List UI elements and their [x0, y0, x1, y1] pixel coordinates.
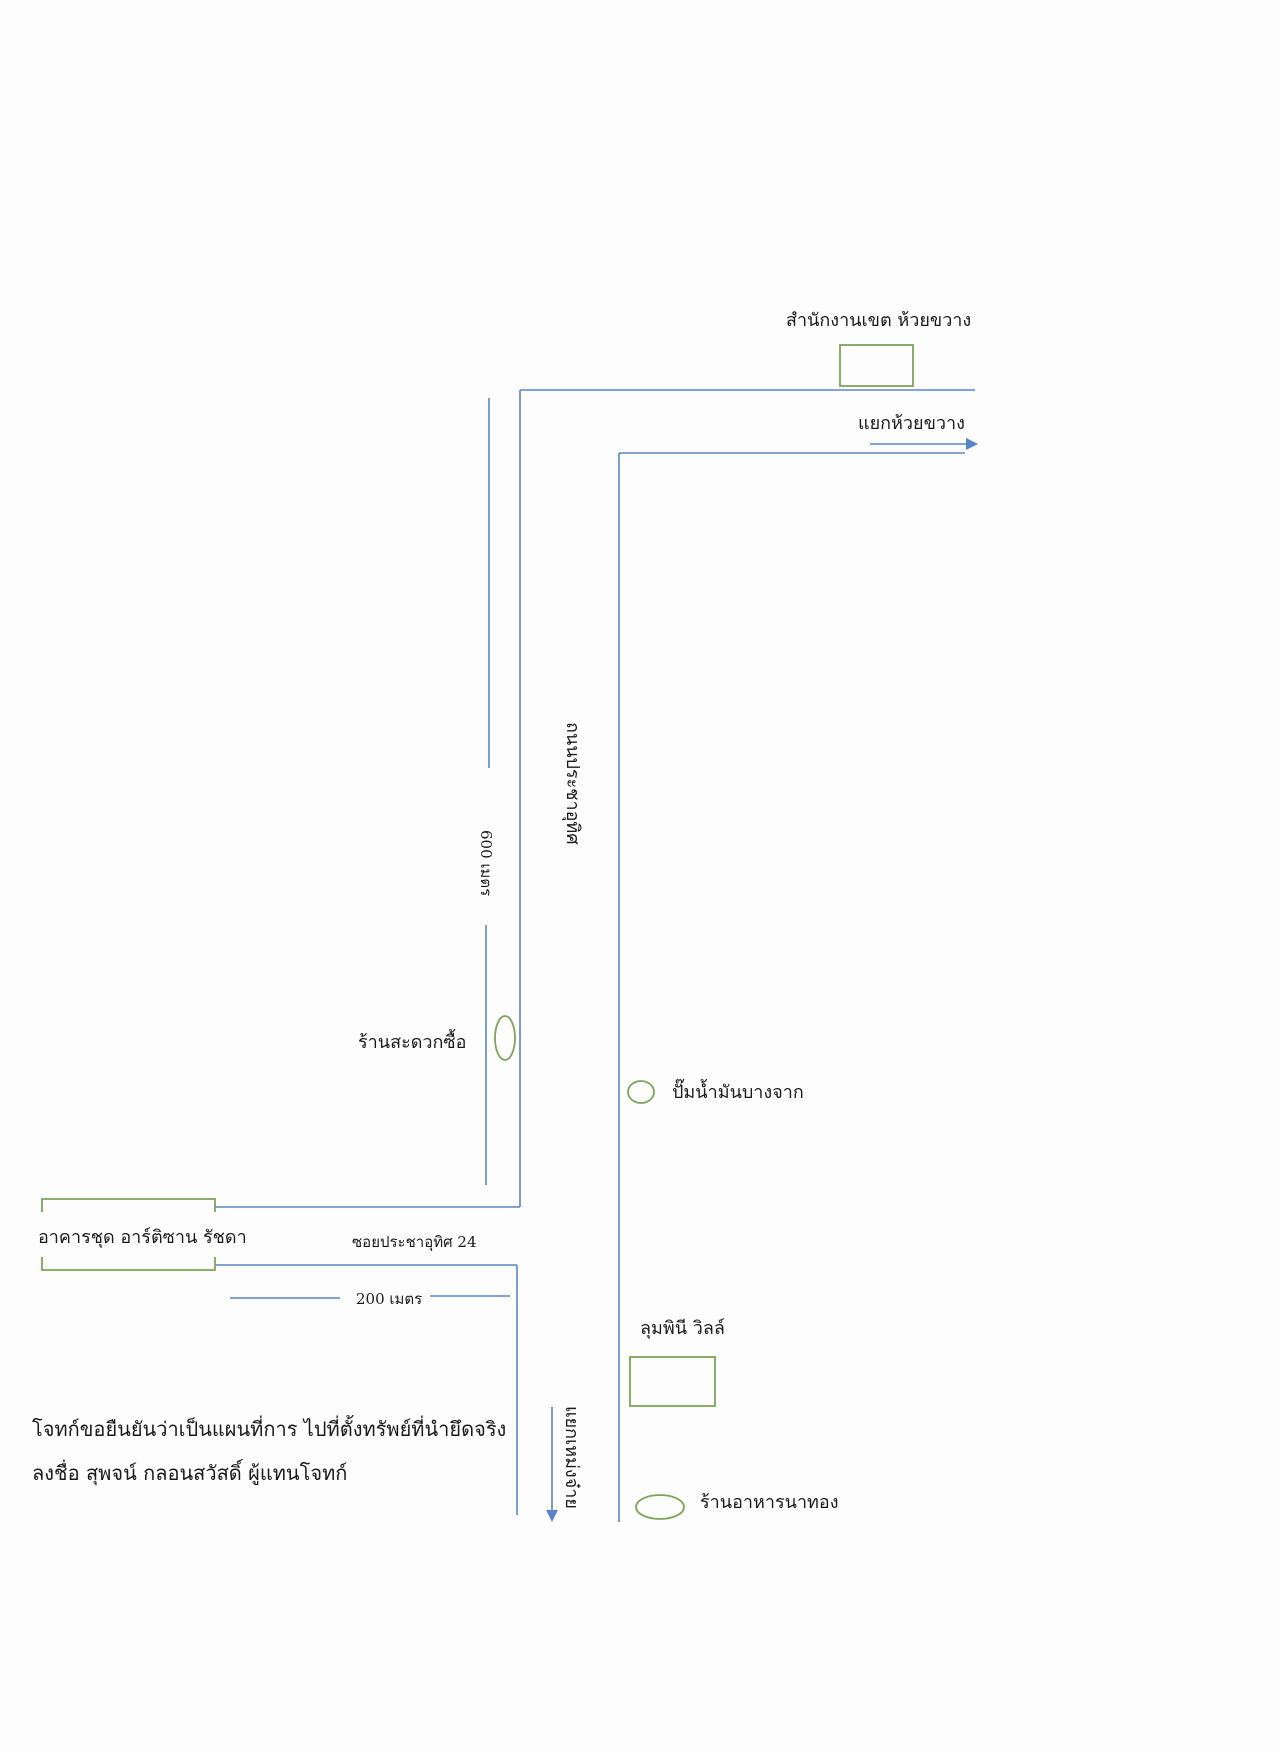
arrow-right-icon — [966, 438, 978, 450]
arrowheads — [546, 438, 978, 1522]
mengjai-junction-label: แยกเหม่งจ๋าย — [561, 1406, 582, 1509]
convenience-store-marker — [494, 1015, 516, 1061]
gas-station-label: ปั๊มน้ำมันบางจาก — [672, 1082, 804, 1103]
restaurant-label: ร้านอาหารนาทอง — [700, 1492, 839, 1513]
lumpini-marker — [629, 1356, 716, 1407]
distance-600-label: 600 เมตร — [477, 830, 495, 897]
convenience-store-label: ร้านสะดวกซื้อ — [358, 1032, 467, 1053]
note-line-1: โจทก์ขอยืนยันว่าเป็นแผนที่การ ไปที่ตั้งท… — [32, 1417, 507, 1441]
gas-station-marker — [627, 1080, 655, 1104]
roads — [215, 389, 975, 1522]
district-office-label: สำนักงานเขต ห้วยขวาง — [786, 310, 972, 331]
distance-200-label: 200 เมตร — [356, 1290, 423, 1308]
district-office-marker — [839, 344, 914, 387]
landmarks — [41, 344, 914, 1520]
condo-marker-bottom — [41, 1257, 216, 1271]
lumpini-label: ลุมพินี วิลล์ — [640, 1318, 725, 1339]
huai-khwang-junction-label: แยกห้วยขวาง — [858, 413, 965, 434]
arrow-down-icon — [546, 1510, 558, 1522]
soi-label: ซอยประชาอุทิศ 24 — [352, 1233, 477, 1251]
condo-label: อาคารชุด อาร์ติซาน รัชดา — [38, 1227, 247, 1248]
note-line-2: ลงชื่อ สุพจน์ กลอนสวัสดิ์ ผู้แทนโจทก์ — [32, 1461, 348, 1485]
condo-marker-top — [41, 1198, 216, 1212]
pracha-uthit-road-label: ถนนประชาอุทิศ — [562, 722, 583, 845]
restaurant-marker — [635, 1494, 685, 1520]
